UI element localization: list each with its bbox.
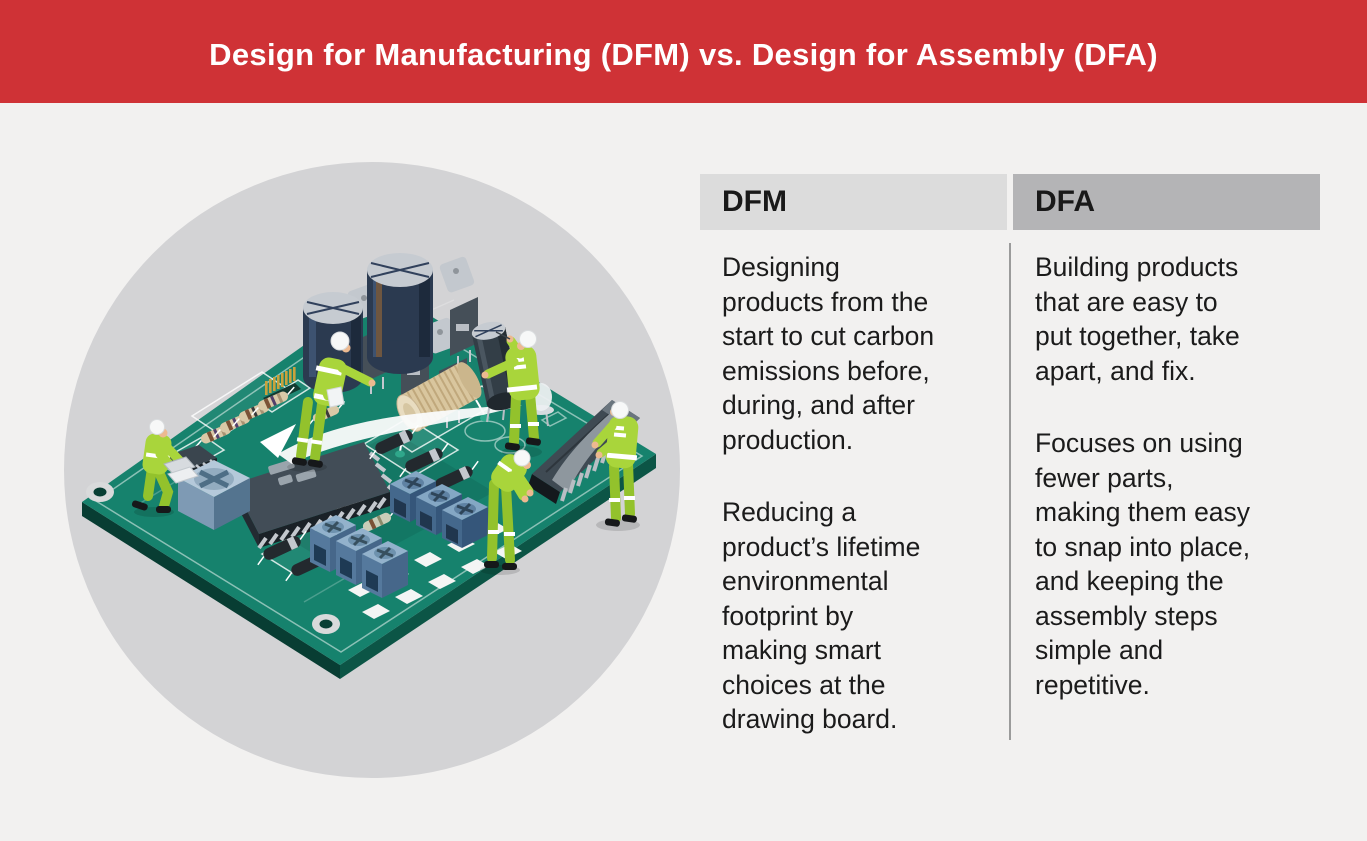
dfa-paragraph-1: Building products that are easy to put t… — [1035, 252, 1240, 386]
mounting-hole — [86, 482, 340, 634]
dfa-paragraph-2: Focuses on using fewer parts, making the… — [1035, 428, 1251, 700]
laptop — [163, 456, 199, 484]
worker-standing-chip — [287, 331, 376, 472]
worker-kneeling-laptop — [131, 419, 199, 517]
terminal-block-right — [390, 471, 488, 548]
dfm-header-label: DFM — [722, 185, 787, 218]
dfa-column: DFA Building products that are easy to p… — [1013, 174, 1320, 740]
page-title: Design for Manufacturing (DFM) vs. Desig… — [209, 36, 1158, 72]
potentiometer — [178, 460, 250, 530]
dfm-paragraph-1: Designing products from the start to cut… — [722, 252, 935, 455]
dfm-paragraph-2: Reducing a product’s lifetime environmen… — [722, 497, 921, 734]
capacitor-large — [367, 253, 433, 374]
dfm-header: DFM — [700, 174, 1007, 230]
dfa-body: Building products that are easy to put t… — [1013, 230, 1320, 702]
transistor — [439, 256, 478, 367]
worker-holding-capacitor — [481, 330, 542, 458]
terminal-block-left — [310, 515, 408, 598]
pcb-workers-illustration — [82, 253, 656, 679]
worker-bending — [480, 449, 534, 575]
column-divider — [1009, 243, 1011, 740]
dfm-body: Designing products from the start to cut… — [700, 230, 1007, 737]
dfa-header: DFA — [1013, 174, 1320, 230]
dfm-column: DFM Designing products from the start to… — [700, 174, 1007, 775]
title-banner: Design for Manufacturing (DFM) vs. Desig… — [0, 0, 1367, 103]
worker-holding-chip — [591, 401, 640, 531]
illustration-circle — [64, 162, 680, 778]
dfa-header-label: DFA — [1035, 185, 1095, 218]
